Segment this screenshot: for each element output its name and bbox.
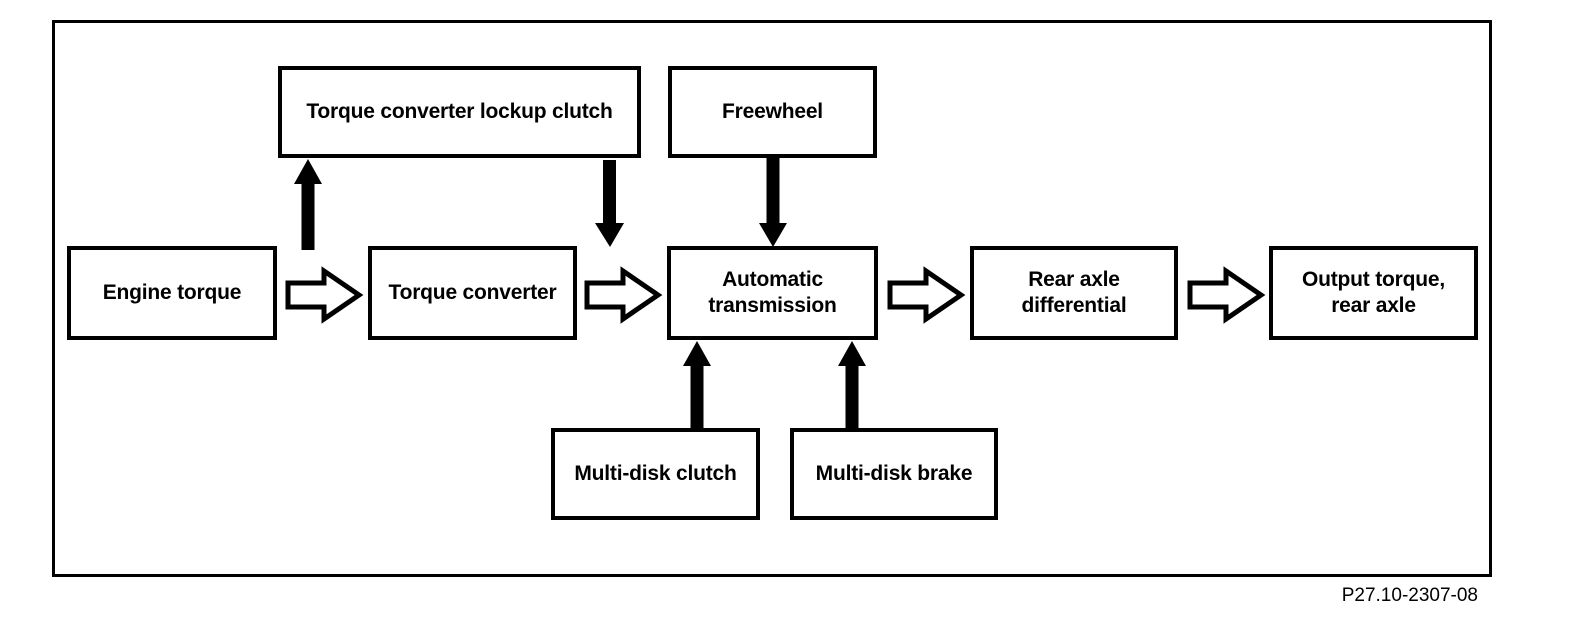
node-multi-disk-clutch: Multi-disk clutch [551,428,760,520]
figure-code: P27.10-2307-08 [1341,585,1478,606]
solid-arrow-freewheel-to-automatic-transmission [759,158,787,247]
node-torque-converter-lockup-clutch: Torque converter lockup clutch [278,66,641,158]
node-label: Torque converter lockup clutch [306,100,613,123]
node-label: Output torque, rear axle [1301,268,1445,317]
node-label: Engine torque [102,281,242,304]
node-torque-converter: Torque converter [368,246,577,340]
node-label: Freewheel [722,100,823,123]
node-multi-disk-brake: Multi-disk brake [790,428,998,520]
solid-arrow-torque-converter-to-lockup-clutch [294,159,322,250]
node-label: Rear axle differential [1021,268,1127,317]
node-label: Multi-disk clutch [574,462,737,485]
node-output-torque-rear-axle: Output torque, rear axle [1269,246,1478,340]
open-arrow-torque-converter-to-automatic-transmission [584,266,663,324]
open-arrow-rear-axle-differential-to-output-torque [1187,266,1266,324]
node-label: Automatic transmission [708,268,837,317]
solid-arrow-multi-disk-clutch-to-automatic-transmission [683,341,711,428]
node-freewheel: Freewheel [668,66,877,158]
solid-arrow-multi-disk-brake-to-automatic-transmission [838,341,866,428]
node-label: Multi-disk brake [815,462,973,485]
node-label: Torque converter [388,281,557,304]
node-automatic-transmission: Automatic transmission [667,246,878,340]
solid-arrow-lockup-clutch-to-automatic-transmission [595,160,624,247]
open-arrow-engine-torque-to-torque-converter [285,266,364,324]
open-arrow-automatic-transmission-to-rear-axle-differential [887,266,966,324]
node-engine-torque: Engine torque [67,246,277,340]
node-rear-axle-differential: Rear axle differential [970,246,1178,340]
